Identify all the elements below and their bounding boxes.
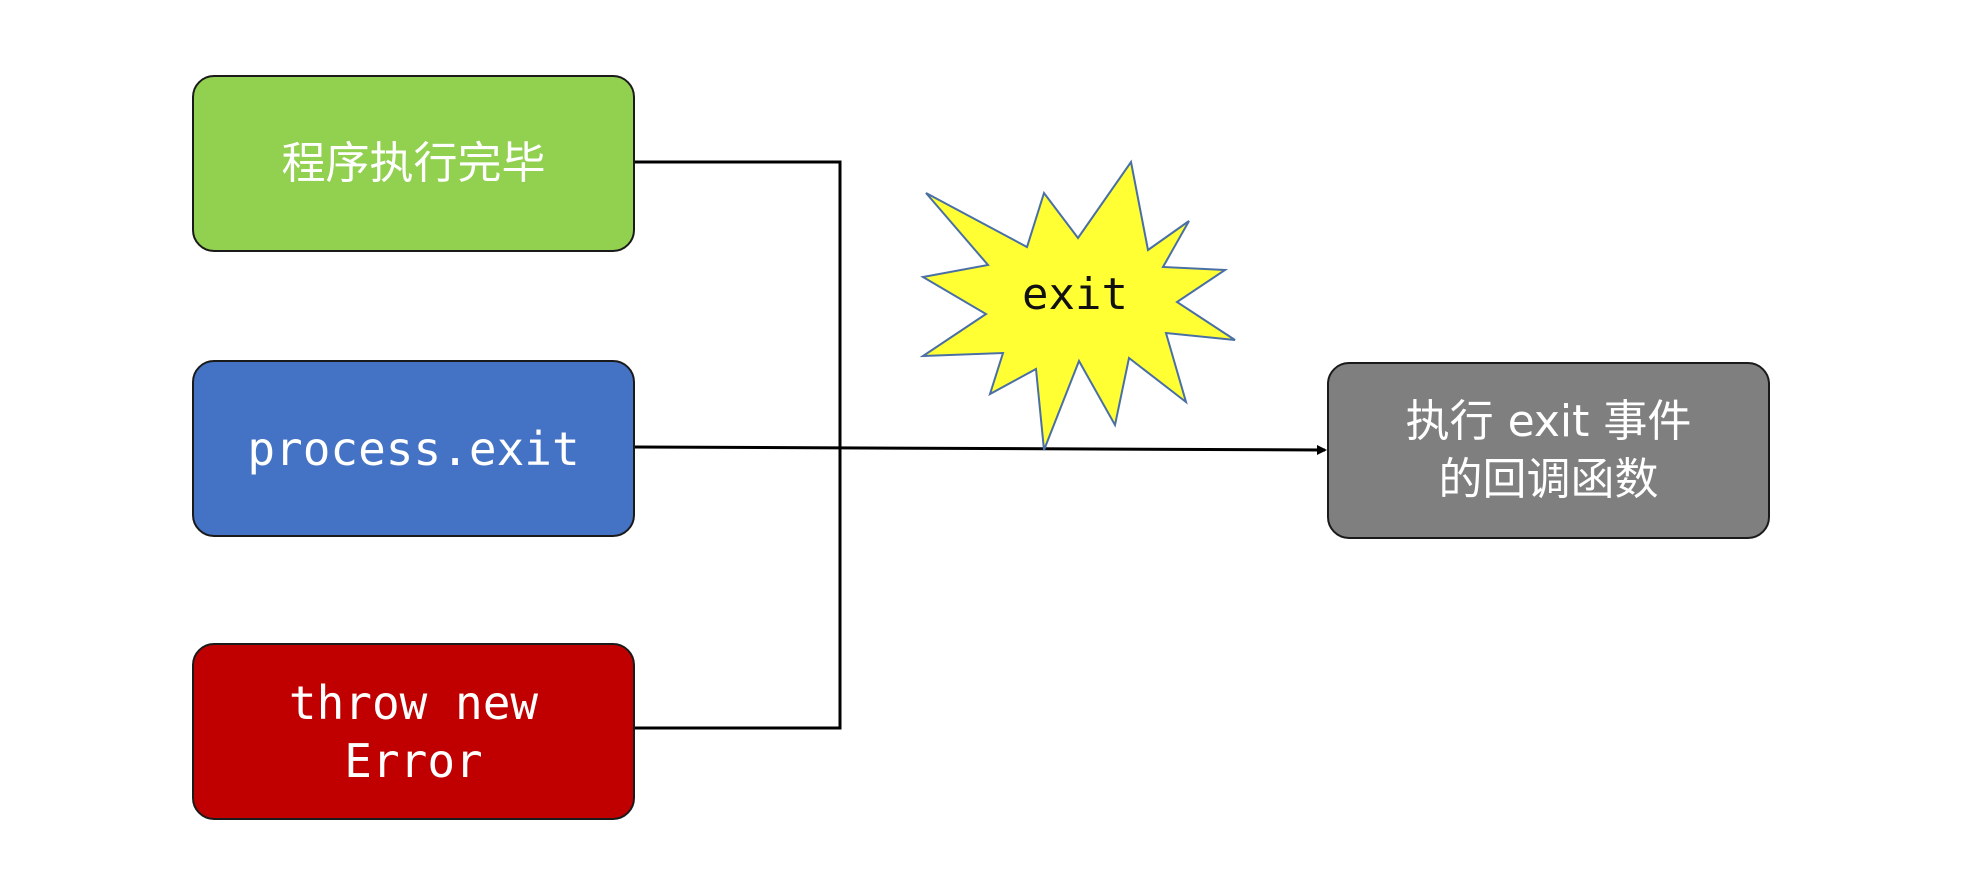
exit-burst-shape: [919, 159, 1236, 451]
throw-error-label: throw new Error: [288, 675, 539, 788]
process-exit-box: process.exit: [192, 360, 635, 537]
throw-error-box: throw new Error: [192, 643, 635, 820]
exit-callback-box: 执行 exit 事件 的回调函数: [1327, 362, 1770, 539]
program-finished-label: 程序执行完毕: [281, 137, 546, 189]
connector-arrow: [634, 444, 1327, 455]
program-finished-box: 程序执行完毕: [192, 75, 635, 252]
process-exit-label: process.exit: [247, 421, 580, 476]
exit-callback-label: 执行 exit 事件 的回调函数: [1405, 395, 1692, 505]
exit-event-label: exit: [1022, 269, 1128, 320]
connector-top: [635, 160, 842, 730]
